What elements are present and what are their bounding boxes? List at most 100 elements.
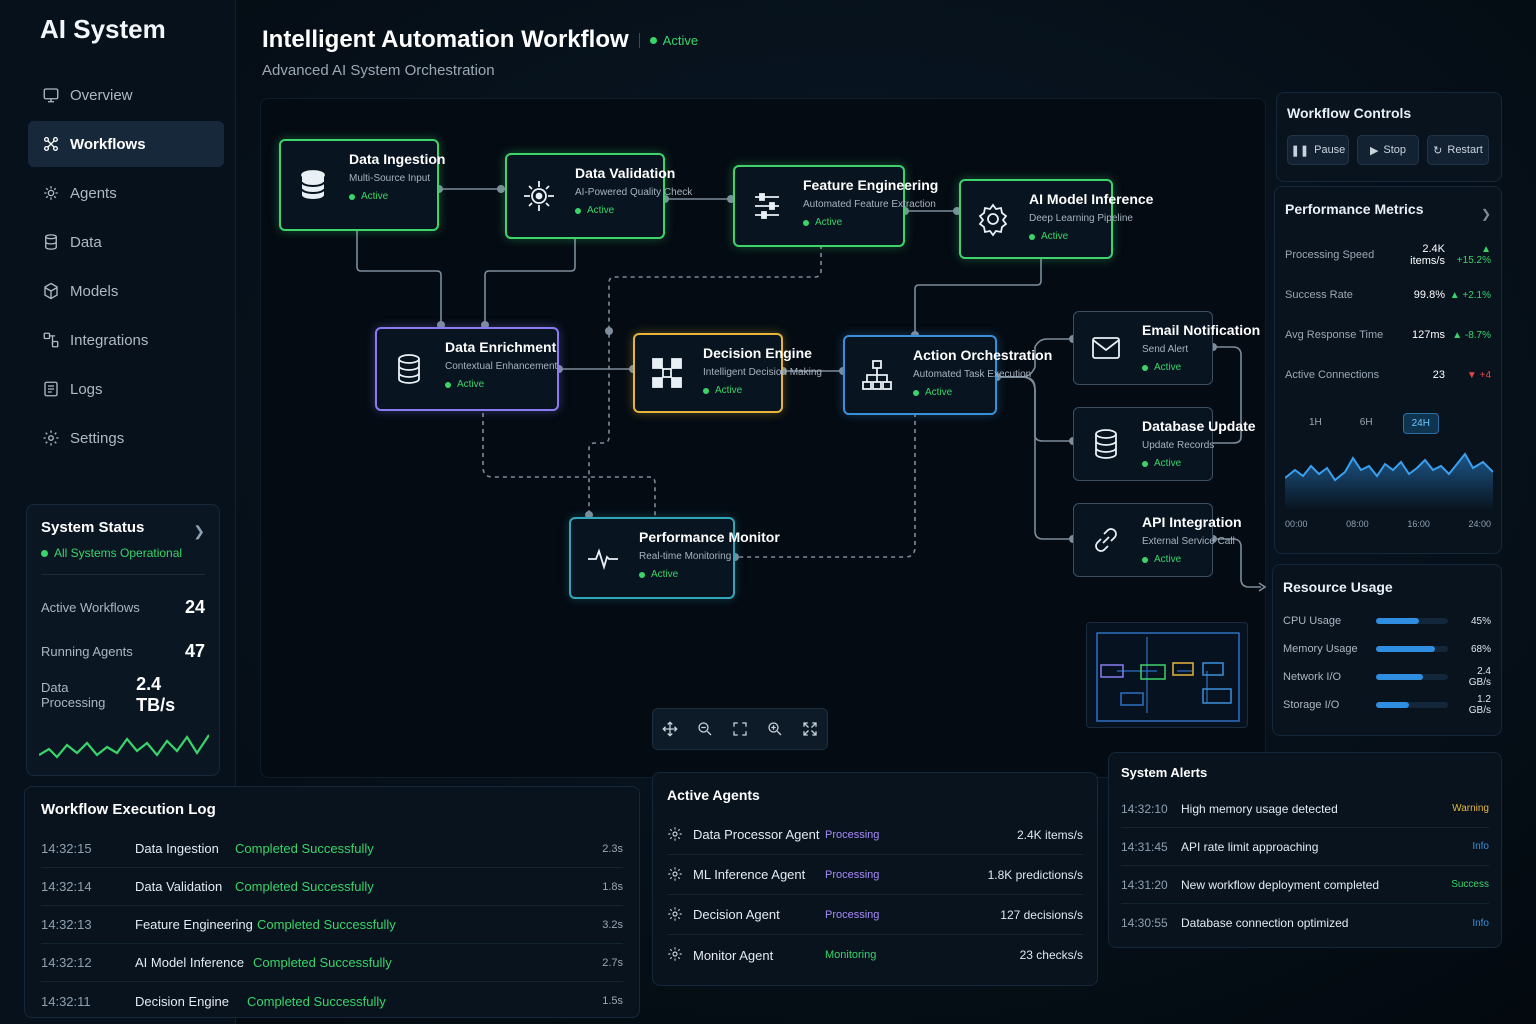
node-ai-model-inference[interactable]: AI Model Inference Deep Learning Pipelin… [959,179,1153,259]
sidebar-item-models[interactable]: Models [28,268,224,314]
sidebar-item-label: Integrations [70,331,149,349]
node-email-notification[interactable]: Email Notification Send Alert Active [1073,311,1260,385]
metric-label: Success Rate [1285,289,1353,301]
status-dot-icon [803,219,809,226]
node-status-label: Active [815,217,843,228]
log-duration: 1.8s [602,880,623,893]
alert-message: New workflow deployment completed [1181,877,1380,892]
node-data-enrichment[interactable]: Data Enrichment Contextual Enhancement A… [375,327,559,411]
status-row-value: 47 [184,640,205,661]
alert-time: 14:30:55 [1121,916,1168,930]
link-icon [1088,522,1124,558]
sidebar-item-agents[interactable]: Agents [28,170,224,216]
node-data-validation[interactable]: Data Validation AI-Powered Quality Check… [505,153,692,239]
page-subtitle: Advanced AI System Orchestration [262,62,495,79]
alert-level: Info [1472,841,1489,852]
node-database-update[interactable]: Database Update Update Records Active [1073,407,1256,481]
restart-icon: ↻ [1433,144,1443,157]
chevron-right-icon[interactable]: ❯ [193,523,205,539]
node-status-label: Active [1154,554,1182,565]
node-action-orchestration[interactable]: Action Orchestration Automated Task Exec… [843,335,1053,415]
status-row-value: 24 [184,596,205,617]
node-status-label: Active [715,385,743,396]
chevron-right-icon[interactable]: ❯ [1480,207,1491,221]
system-status-card[interactable]: System Status ❯ All Systems Operational … [26,504,220,776]
metric-label: Avg Response Time [1285,329,1384,341]
node-title: API Integration [1142,514,1242,530]
fullscreen-icon[interactable] [800,719,820,739]
stop-button[interactable]: ▶Stop [1357,135,1419,165]
log-time: 14:32:11 [41,993,91,1009]
agent-metric: 1.8K predictions/s [987,867,1083,882]
database-icon [391,351,427,387]
node-performance-monitor[interactable]: Performance Monitor Real-time Monitoring… [569,517,780,599]
node-status-label: Active [925,387,953,398]
log-time: 14:32:15 [41,841,92,856]
node-decision-engine[interactable]: Decision Engine Intelligent Decision Mak… [633,333,822,413]
node-status-label: Active [361,191,389,202]
node-status-label: Active [1041,231,1069,242]
node-status: Active [913,387,985,398]
validation-target-icon [521,178,557,214]
pause-button[interactable]: ❚❚Pause [1287,135,1349,165]
zoom-out-icon[interactable] [695,719,715,739]
gear-icon [667,946,693,964]
sidebar-item-settings[interactable]: Settings [28,415,224,461]
metric-label: Active Connections [1285,369,1380,381]
log-duration: 3.2s [602,918,623,931]
sidebar-item-label: Data [70,233,102,251]
pan-icon[interactable] [660,719,680,739]
tab-24h[interactable]: 24H [1402,413,1439,434]
restart-button[interactable]: ↻Restart [1427,135,1489,165]
resource-bar-fill [1376,702,1410,708]
node-title: Action Orchestration [913,347,1053,363]
metric-value: 23 [1432,369,1445,381]
node-api-integration[interactable]: API Integration External Service Call Ac… [1073,503,1242,577]
database-icon [1088,426,1124,462]
logs-icon [44,381,58,397]
alert-message: Database connection optimized [1181,916,1349,930]
tab-6h[interactable]: 6H [1359,417,1373,428]
node-data-ingestion[interactable]: Data Ingestion Multi-Source Input Active [279,139,445,231]
node-subtitle: External Service Call [1142,536,1235,547]
minimap[interactable] [1086,622,1248,728]
agent-status: Processing [825,868,880,881]
metric-label: Processing Speed [1285,249,1375,261]
node-title: Feature Engineering [803,177,939,193]
alert-time: 14:32:10 [1121,801,1168,816]
log-step: Decision Engine [135,993,229,1009]
metric-value: 2.4K items/s [1410,243,1445,267]
sidebar-item-logs[interactable]: Logs [28,366,224,412]
time-tick: 00:00 [1285,519,1308,529]
sidebar-item-workflows[interactable]: Workflows [28,121,224,167]
sidebar-item-integrations[interactable]: Integrations [28,317,224,363]
range-tabs: 1H 6H 24H [1301,413,1491,434]
node-status-label: Active [457,379,485,390]
pulse-icon [585,540,621,576]
tab-1h[interactable]: 1H [1309,417,1322,428]
node-feature-engineering[interactable]: Feature Engineering Automated Feature Ex… [733,165,939,247]
fit-view-icon[interactable] [730,719,750,739]
sidebar-item-overview[interactable]: Overview [28,72,224,118]
agent-status: Processing [825,908,880,921]
canvas-toolbar [652,708,828,750]
zoom-in-icon[interactable] [765,719,785,739]
sidebar-item-data[interactable]: Data [28,219,224,265]
